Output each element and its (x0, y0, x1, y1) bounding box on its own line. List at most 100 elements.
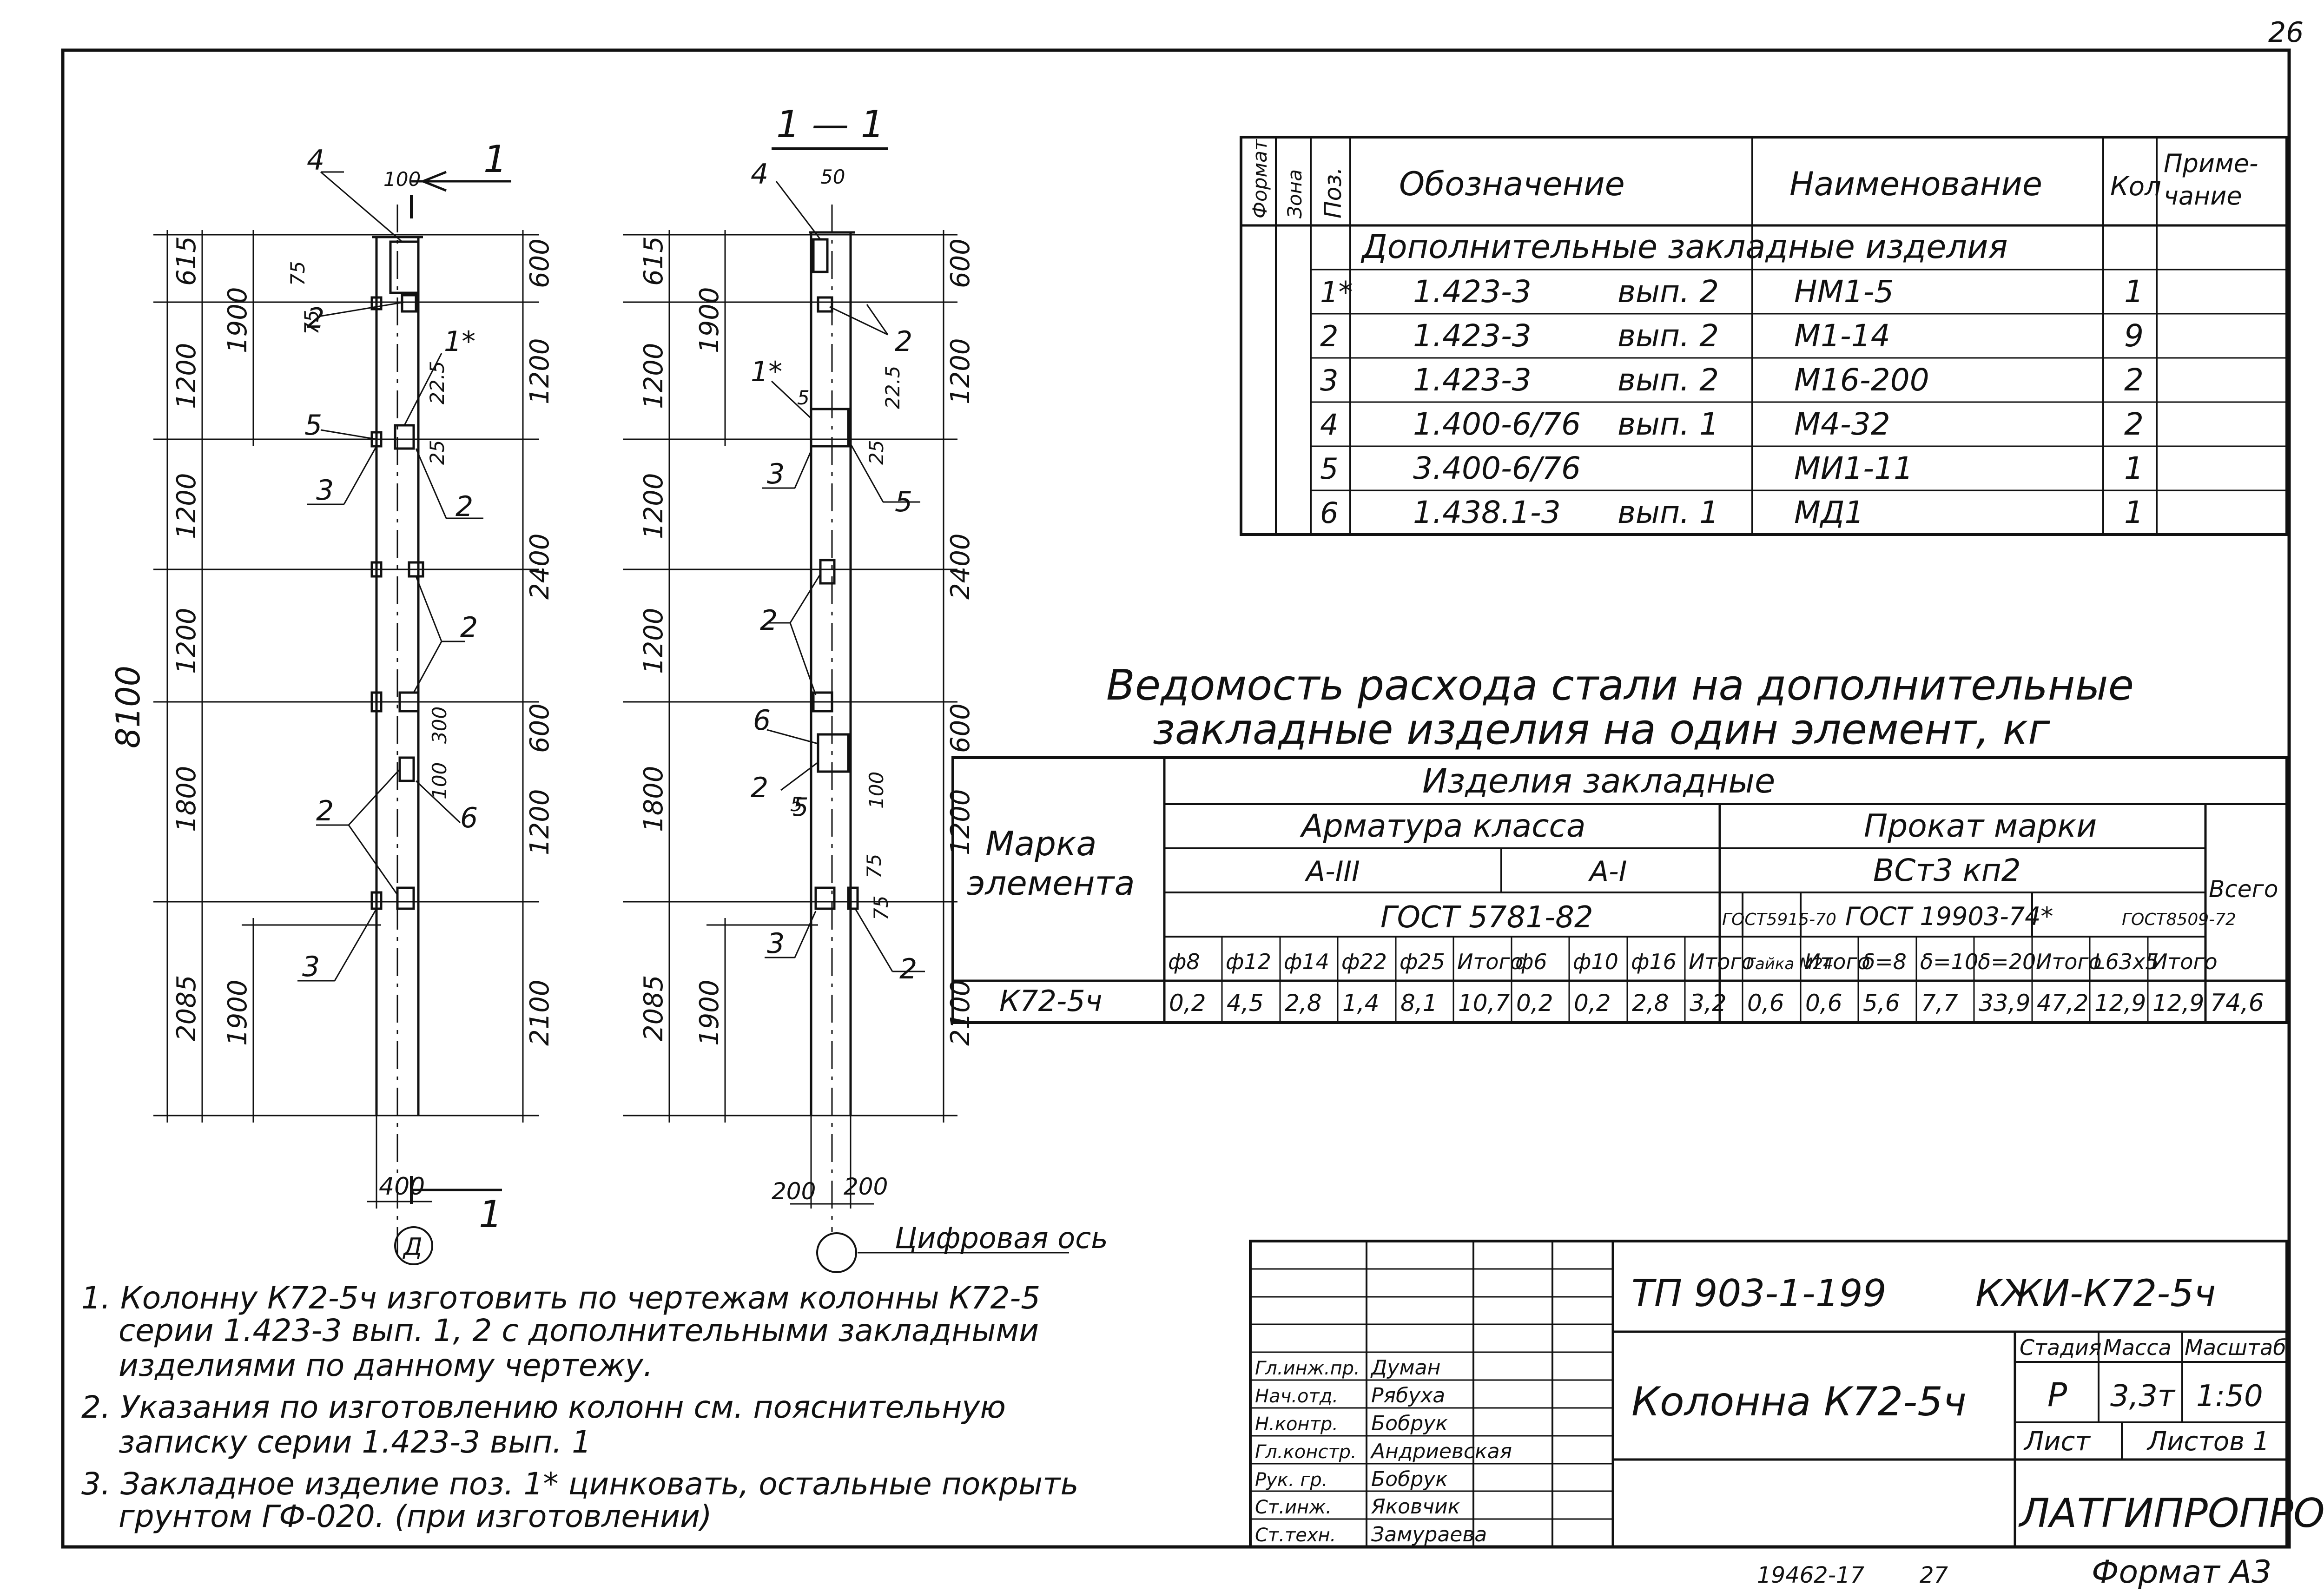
section-level-dim-3: 1200 (639, 473, 669, 539)
steel-row-total: 74,6 (2210, 989, 2264, 1017)
section-level-dim-4: 1200 (639, 608, 669, 674)
steel-value: 10,7 (1458, 990, 1510, 1017)
level-dim-5: 1800 (172, 766, 202, 832)
steel-value: 5,6 (1863, 990, 1900, 1017)
spec-row-pos: 2 (1320, 319, 1338, 353)
inventory-sheet: 27 (1920, 1562, 1948, 1588)
steel-value: 2,8 (1285, 990, 1322, 1017)
steel-mark-header-2: элемента (967, 864, 1135, 903)
level-dim-1: 615 (172, 236, 202, 286)
spec-row-code: 1.423-3 (1413, 274, 1532, 310)
section-level-dim-5: 1800 (639, 766, 669, 832)
right-dim-6: 2100 (525, 979, 555, 1046)
section-width-dim-1: 200 (772, 1178, 816, 1205)
section-right-dim-4: 600 (945, 703, 976, 753)
note-line: записку серии 1.423-3 вып. 1 (119, 1424, 591, 1460)
section-small-dim-1: 5 (797, 386, 810, 409)
width-dim: 400 (379, 1173, 425, 1201)
steel-value: 7,7 (1921, 990, 1958, 1017)
steel-col-header: ф16 (1631, 949, 1677, 974)
specification-table: Формат Зона Поз. Обозначение Наименовани… (1240, 136, 2288, 536)
tb-name: Колонна К72-5ч (1631, 1379, 1967, 1425)
callout-2-lower: 2 (460, 611, 478, 644)
section-callout-5-lower: 5 (792, 793, 808, 822)
tb-staff-name: Бобрук (1371, 1467, 1448, 1491)
tb-stage: Р (2047, 1376, 2067, 1414)
spec-header-pos: Поз. (1320, 167, 1347, 218)
right-dim-4: 600 (525, 703, 555, 753)
spec-header-qty: Кол (2110, 172, 2161, 202)
right-dim-5: 1200 (525, 789, 555, 855)
level-dim-3: 1200 (172, 473, 202, 539)
callout-2-bottom: 2 (316, 795, 334, 827)
section-sub-level-dim-1: 1900 (694, 287, 725, 353)
section-width-dim-2: 200 (844, 1173, 888, 1200)
spec-row-issue: вып. 2 (1618, 274, 1719, 310)
tb-stage-label: Стадия (2020, 1335, 2101, 1360)
spec-row-name: М16-200 (1794, 362, 1929, 398)
callout-2-top: 2 (307, 302, 324, 335)
section-mark-bottom: 1 (479, 1193, 502, 1236)
steel-value: 1,4 (1342, 990, 1380, 1017)
section-callout-2-bottom: 2 (899, 953, 917, 985)
note-line: грунтом ГФ-020. (при изготовлении) (119, 1499, 712, 1534)
tb-staff-role: Ст.техн. (1255, 1525, 1336, 1546)
tb-staff-role: Н.контр. (1255, 1414, 1338, 1435)
tb-scale-label: Масштаб (2185, 1335, 2286, 1360)
steel-value: 33,9 (1979, 990, 2030, 1017)
right-dim-3: 2400 (525, 533, 555, 600)
section-callout-3-bottom: 3 (767, 927, 785, 960)
section-level-dim-6: 2085 (639, 975, 669, 1041)
steel-col-header: ф8 (1168, 949, 1200, 974)
steel-value: 0,2 (1169, 990, 1206, 1017)
callout-4: 4 (307, 144, 324, 177)
steel-col-header: Итого (1804, 949, 1870, 974)
section-embed-1 (810, 408, 850, 448)
axis-marker-left (394, 1226, 433, 1265)
section-small-dim-3: 25 (865, 440, 888, 465)
section-level-dim-1: 615 (639, 236, 669, 286)
section-small-dim-2: 22.5 (881, 365, 904, 409)
note-line: 1. Колонну К72-5ч изготовить по чертежам… (81, 1280, 1040, 1316)
spec-row-qty: 1 (2124, 450, 2144, 486)
section-small-dim-4: 100 (865, 772, 888, 809)
steel-value: 0,2 (1516, 990, 1553, 1017)
tb-scale: 1:50 (2196, 1379, 2263, 1414)
sub-level-dim-2: 1900 (223, 979, 253, 1046)
small-dim-5: 300 (428, 707, 451, 744)
section-right-dim-1: 600 (945, 238, 976, 288)
callout-2-mid: 2 (456, 490, 473, 523)
section-callout-2-top: 2 (895, 325, 912, 358)
tb-staff-name: Думан (1370, 1356, 1440, 1380)
spec-row-pos: 5 (1320, 452, 1338, 486)
spec-row-pos: 1* (1320, 275, 1353, 309)
spec-row-code: 1.400-6/76 (1413, 406, 1581, 442)
spec-row-pos: 3 (1320, 363, 1338, 397)
spec-row-code: 1.423-3 (1413, 362, 1532, 398)
section-title: 1 — 1 (776, 103, 885, 146)
tb-org: ЛАТГИПРОПРОМ (2018, 1490, 2324, 1537)
steel-col-header: ф10 (1573, 949, 1618, 974)
spec-row-name: МД1 (1794, 495, 1864, 530)
section-callout-4: 4 (751, 158, 768, 191)
spec-row-code: 1.423-3 (1413, 318, 1532, 354)
tb-project: ТП 903-1-199 (1631, 1272, 1886, 1315)
steel-value: 0,6 (1805, 990, 1842, 1017)
steel-row-mark: К72-5ч (999, 984, 1102, 1018)
callout-1star: 1* (444, 325, 475, 358)
steel-title-line2: закладные изделия на один элемент, кг (1153, 705, 2050, 754)
steel-rebar-header: Арматура класса (1300, 808, 1586, 845)
embed-part-2 (401, 294, 417, 313)
right-dim-2: 1200 (525, 338, 555, 404)
steel-value: 0,6 (1747, 990, 1784, 1017)
tb-mass: 3,3т (2110, 1379, 2176, 1414)
small-dim-3: 22.5 (426, 361, 449, 404)
spec-row-qty: 9 (2124, 318, 2144, 354)
steel-value: 8,1 (1400, 990, 1438, 1017)
steel-mark-header-1: Марка (985, 824, 1097, 863)
top-dim: 100 (383, 168, 421, 191)
steel-gost-angle: ГОСТ8509-72 (2122, 910, 2236, 929)
callout-5: 5 (304, 409, 322, 442)
steel-value: 3,2 (1690, 990, 1727, 1017)
steel-col-header: ф14 (1284, 949, 1329, 974)
